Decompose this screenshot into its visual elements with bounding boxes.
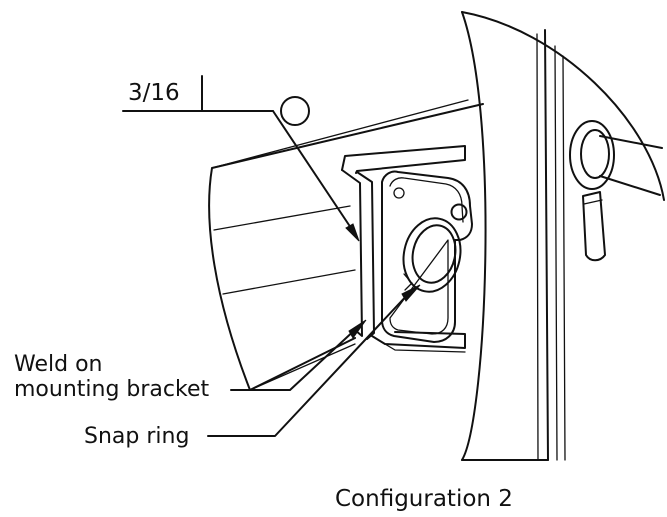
tube-lower-line [222, 269, 356, 295]
snap-ring-gap [403, 273, 413, 291]
snap-ring-callout: Snap ring [84, 424, 189, 449]
post-outline [461, 11, 487, 461]
snap-ring-arrowhead [401, 284, 421, 302]
tube-mid-line [213, 205, 351, 231]
post-right-edge [544, 29, 549, 461]
bracket-left-wall [341, 169, 363, 337]
clip-body [582, 191, 606, 262]
weld-callout-line2: mounting bracket [14, 377, 209, 402]
snap-ring-leader-line [207, 291, 411, 437]
plate-outline [381, 170, 473, 343]
tube [208, 99, 484, 391]
weld-size-label: 3/16 [128, 80, 180, 106]
snap-ring-leader [207, 284, 421, 437]
bolt-hole-top-right [450, 203, 468, 221]
plate-inner-outline [389, 177, 464, 335]
mounting-bracket [341, 145, 466, 353]
pin-shaft [599, 135, 663, 196]
weld-symbol: 3/16 [122, 75, 360, 242]
snap-ring-outer [402, 217, 462, 293]
bracket-back-flange [341, 145, 466, 174]
figure-caption: Configuration 2 [335, 486, 513, 512]
tube-bottom-edge [249, 343, 356, 391]
weld-leader-line [230, 326, 359, 391]
pin-detail [569, 120, 663, 262]
post-channel-2 [554, 45, 558, 461]
bolt-hole-top-left [393, 187, 405, 199]
pin-ring-inner [580, 129, 610, 179]
weld-arrow-line [272, 110, 358, 238]
snap-ring-inner [411, 224, 457, 284]
weld-leader-arrowhead [348, 319, 367, 339]
weld-callout-line1: Weld on [14, 352, 102, 377]
weld-arrowhead [345, 223, 360, 242]
post-channel-3 [562, 55, 566, 461]
post-magnifier-arc [461, 11, 665, 201]
flange-plate [381, 170, 473, 343]
clip-top [583, 199, 603, 205]
weld-leader [230, 319, 367, 391]
vertical-post [461, 11, 665, 461]
post-channel-1 [536, 33, 539, 461]
bracket-bottom-inner [384, 343, 466, 353]
weld-location-circle [280, 96, 310, 126]
tube-top-edge [211, 99, 469, 169]
bracket-left-wall-inner [356, 171, 375, 340]
tube-outline [208, 103, 484, 391]
pin-ring-outer [569, 120, 615, 190]
bracket-bottom-flange [371, 331, 466, 349]
weld-fillet-triangle [201, 75, 236, 112]
